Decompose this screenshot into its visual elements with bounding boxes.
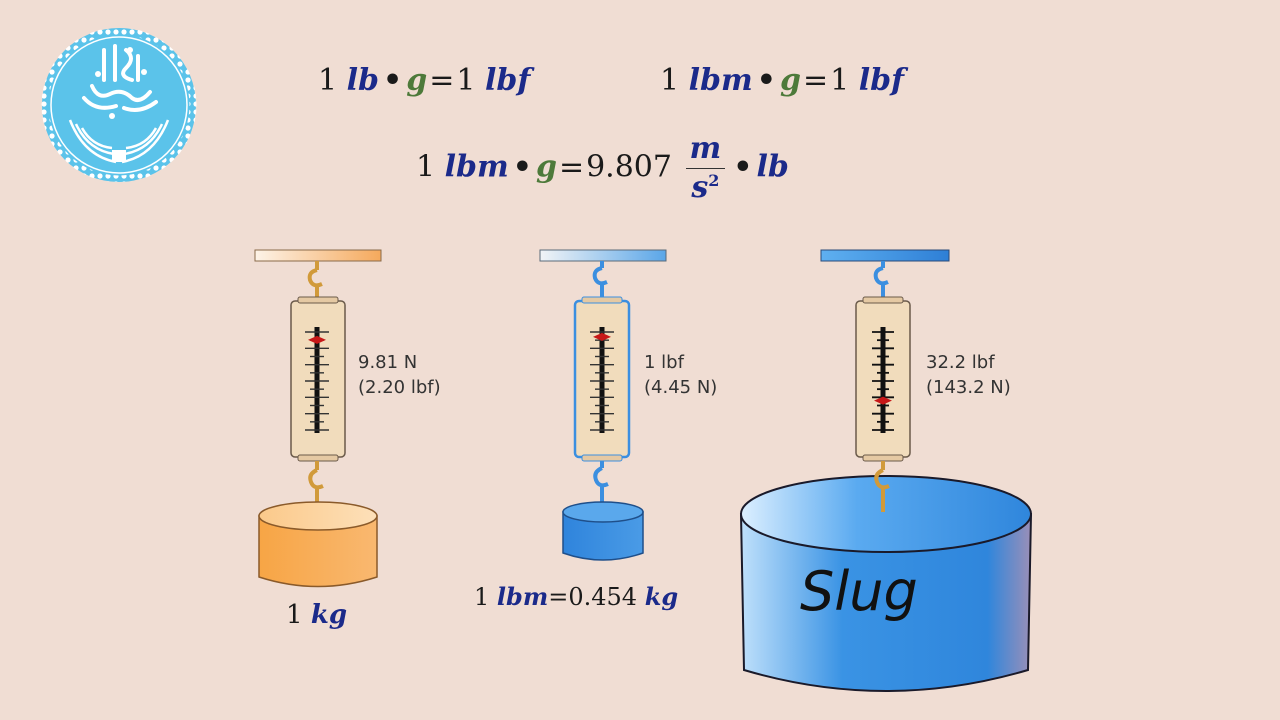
eq1-number: 1 [318,63,338,98]
university-of-tehran-logo-icon [41,28,197,182]
eq1-equals: = [429,63,455,98]
eq2-unit-lbf: lbf [858,63,904,98]
eq1-rhs-number: 1 [456,63,476,98]
lbm-unit: lbm [496,582,549,611]
eq3-fraction-numerator: m [685,134,726,169]
eq3-dot: • [512,149,532,185]
scale-3-ticks [872,331,894,431]
lbm-value: 0.454 [568,583,638,611]
eq2-dot: • [756,63,776,98]
eq3-dot2: • [733,149,753,185]
scale-2-pointer [593,332,611,341]
mass-1kg-body [258,515,378,588]
scale-1-ceiling-bar [254,249,382,262]
scale-3-cap-bottom [862,454,904,462]
eq3-den-exponent: 2 [708,171,720,190]
eq2-equals: = [802,63,829,98]
scale-1-pointer [308,335,326,344]
slug-label: Slug [800,560,918,623]
eq2-number: 1 [660,63,680,98]
eq3-unit-lb: lb [756,149,789,185]
scale-1-cap-bottom [297,454,339,462]
eq1-dot: • [383,63,403,98]
eq3-value: 9.807 [586,149,672,185]
eq1-unit-lbf: lbf [484,63,531,98]
eq1-unit-lb: lb [346,63,380,98]
scale-3-top-hook [873,261,889,298]
eq2-rhs-number: 1 [830,63,850,98]
mass-lbm-top [562,501,644,523]
eq2-gravity: g [779,63,801,98]
scale-1-top-hook [307,261,323,300]
scale-2-cap-top [581,296,623,304]
scale-3-reading: 32.2 lbf (143.2 N) [926,352,1011,398]
eq3-den-base: s [691,170,709,205]
equation-lb-g: 1 lb•g=1 lbf [318,66,530,96]
lbm-kg-unit: kg [644,582,679,611]
lbm-conversion-label: 1 lbm=0.454 kg [474,582,678,611]
scale-3-cap-top [862,296,904,304]
eq3-equals: = [558,149,585,185]
kg-number: 1 [286,600,303,630]
mass-lbm-body [562,511,644,561]
lbm-equals: = [548,583,569,611]
scale-2-cap-bottom [581,454,623,462]
scale-2-ticks [590,331,614,431]
eq3-unit-lbm: lbm [444,149,509,185]
scale-1-cap-top [297,296,339,304]
eq3-number: 1 [416,149,436,185]
eq3-fraction-denominator: s2 [686,169,726,203]
scale-3-ceiling-bar [820,249,950,262]
eq3-gravity: g [535,149,557,185]
eq2-unit-lbm: lbm [688,63,753,98]
equation-lbm-g: 1 lbm•g=1 lbf [660,66,904,96]
eq3-fraction: m s2 [685,134,726,203]
scale-2-ceiling-bar [539,249,667,262]
scale-3-pointer [874,396,892,405]
scale-3-bottom-hook [874,461,890,512]
kg-unit: kg [310,600,348,630]
scale-1-ticks [305,331,329,431]
eq1-gravity: g [406,63,428,98]
mass-1kg-label: 1 kg [286,600,347,630]
scale-2-top-hook [592,261,608,298]
mass-1kg-top [258,501,378,531]
scale-2-reading: 1 lbf (4.45 N) [644,352,718,398]
lbm-number: 1 [474,583,490,611]
scale-1-reading: 9.81 N (2.20 lbf) [358,352,441,398]
mass-slug-body [739,513,1033,692]
mass-slug-top [740,475,1032,553]
equation-lbm-conversion: 1 lbm•g=9.807 m s2 •lb [416,134,789,203]
